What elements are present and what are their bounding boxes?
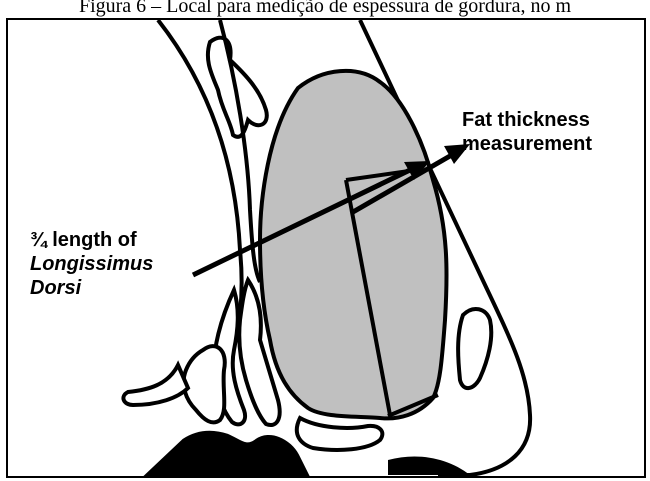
fat-thickness-label-line2: measurement xyxy=(462,132,592,156)
longissimus-label: ¾ length of Longissimus Dorsi xyxy=(30,228,153,300)
vertebra-shape xyxy=(146,432,308,475)
fat-thickness-label-line1: Fat thickness xyxy=(462,108,592,132)
lower-fat-structure-4 xyxy=(123,365,188,405)
longissimus-label-line2: Longissimus xyxy=(30,252,153,276)
figure-caption: Figura 6 – Local para medição de espessu… xyxy=(0,0,650,18)
longissimus-label-line1: ¾ length of xyxy=(30,228,153,252)
lower-fat-structure-3 xyxy=(184,346,225,422)
longissimus-label-line3: Dorsi xyxy=(30,276,153,300)
fat-pocket-right xyxy=(458,309,491,388)
longissimus-dorsi-muscle xyxy=(260,71,447,418)
bottom-black-band xyxy=(388,456,470,475)
figure-panel: Fat thickness measurement ¾ length of Lo… xyxy=(6,18,646,478)
lower-fat-structure-5 xyxy=(297,418,383,450)
fat-thickness-label: Fat thickness measurement xyxy=(462,108,592,156)
